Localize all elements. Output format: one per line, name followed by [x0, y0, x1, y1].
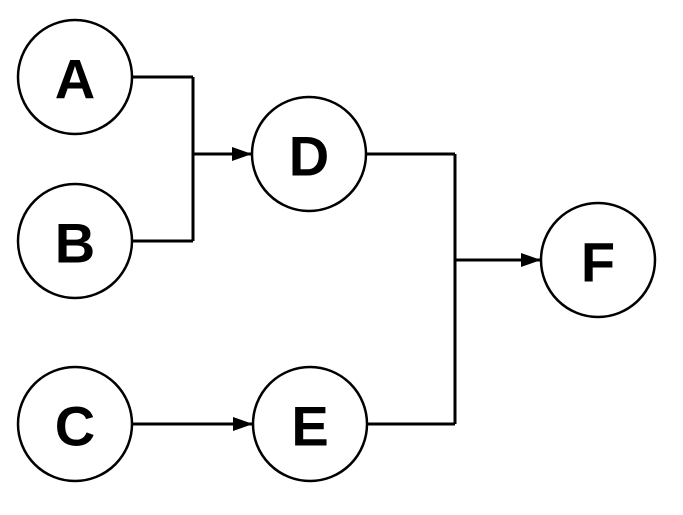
node-b: B — [16, 182, 134, 300]
node-label-a: A — [55, 48, 95, 111]
connector-layer — [132, 75, 541, 431]
node-label-e: E — [291, 395, 328, 458]
node-label-f: F — [581, 231, 615, 294]
node-f: F — [539, 201, 657, 319]
node-circle-f — [539, 201, 657, 319]
node-e: E — [251, 365, 369, 483]
node-label-b: B — [55, 212, 95, 275]
node-d: D — [250, 95, 368, 213]
node-circle-d — [250, 95, 368, 213]
node-circle-a — [16, 18, 134, 136]
node-circle-b — [16, 182, 134, 300]
node-label-c: C — [55, 395, 95, 458]
node-c: C — [16, 365, 134, 483]
node-a: A — [16, 18, 134, 136]
node-circle-c — [16, 365, 134, 483]
node-circle-e — [251, 365, 369, 483]
node-layer: A B C D E F — [16, 18, 657, 483]
node-label-d: D — [289, 125, 329, 188]
